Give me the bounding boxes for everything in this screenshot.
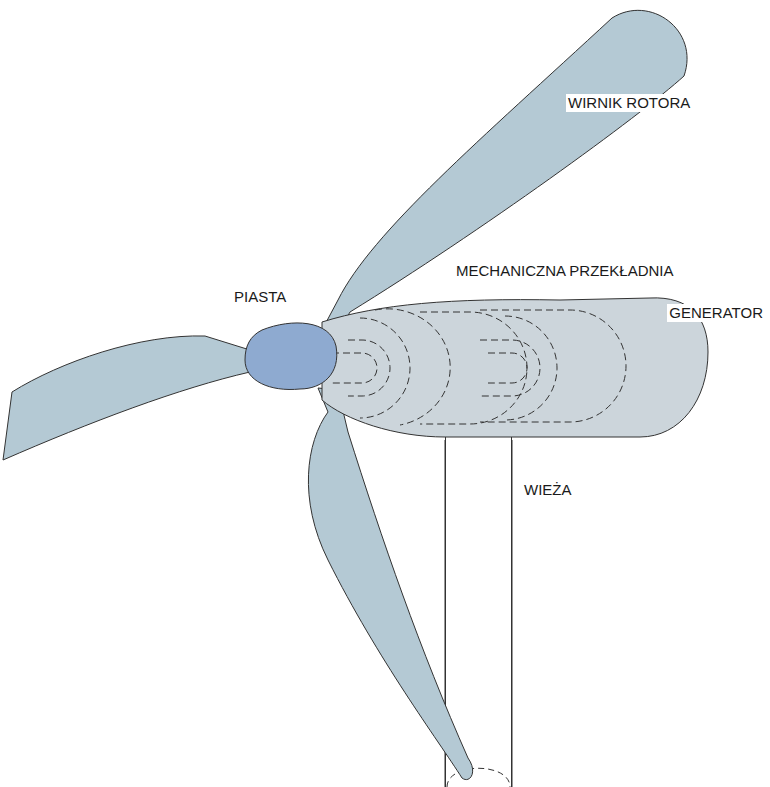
hub (245, 323, 337, 390)
rotor-blade (322, 10, 687, 330)
part-label: WIRNIK ROTORA (566, 94, 692, 112)
part-label: GENERATOR (667, 304, 765, 322)
nacelle (322, 298, 708, 437)
tower-section (447, 768, 510, 787)
gear-train (332, 309, 626, 425)
part-label: MECHANICZNA PRZEKŁADNIA (454, 262, 676, 280)
rotor-blade (3, 336, 250, 460)
part-label: PIASTA (232, 288, 288, 306)
part-label: WIEŻA (522, 481, 574, 499)
rotor-blade (308, 388, 472, 780)
